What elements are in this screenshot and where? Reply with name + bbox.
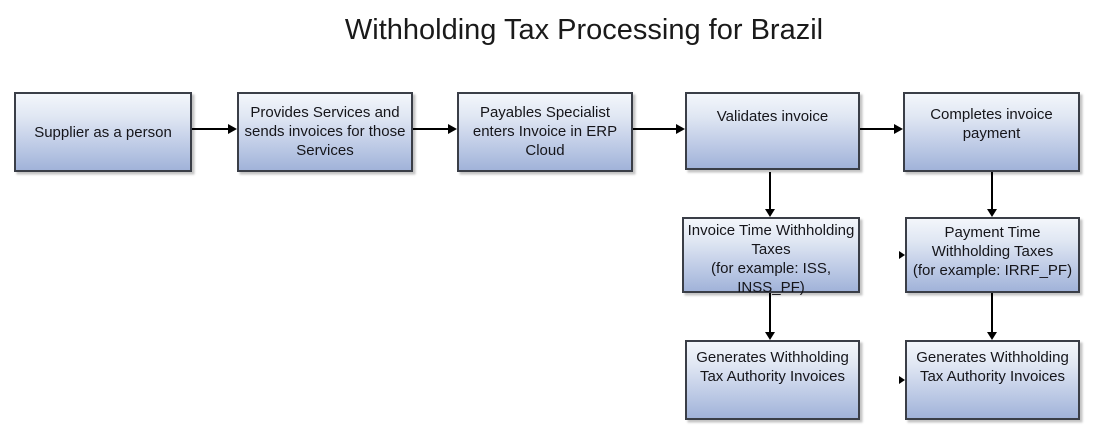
node-supplier-label: Supplier as a person bbox=[34, 123, 172, 141]
arrow-validates-to-invoice-taxes-icon bbox=[765, 172, 775, 217]
node-payables-specialist-label: Payables Specialist enters Invoice in ER… bbox=[472, 104, 618, 159]
arrowhead-stub-payment-taxes-icon bbox=[899, 251, 905, 259]
node-invoice-time-taxes-label: Invoice Time Withholding Taxes (for exam… bbox=[687, 222, 855, 296]
node-validates-invoice: Validates invoice bbox=[685, 92, 860, 170]
node-generates-tax-invoices-left: Generates Withholding Tax Authority Invo… bbox=[685, 340, 860, 420]
arrowhead-stub-generates-right-icon bbox=[899, 376, 905, 384]
arrow-invoice-taxes-to-generates-icon bbox=[765, 293, 775, 340]
node-validates-invoice-label: Validates invoice bbox=[716, 108, 829, 125]
diagram-title: Withholding Tax Processing for Brazil bbox=[344, 14, 824, 46]
arrow-payment-taxes-to-generates-icon bbox=[987, 293, 997, 340]
node-payables-specialist: Payables Specialist enters Invoice in ER… bbox=[457, 92, 633, 172]
node-completes-payment-label: Completes invoice payment bbox=[930, 106, 1053, 142]
node-payment-time-taxes: Payment Time Withholding Taxes (for exam… bbox=[905, 217, 1080, 293]
node-completes-payment: Completes invoice payment bbox=[903, 92, 1080, 172]
node-generates-tax-invoices-right-label: Generates Withholding Tax Authority Invo… bbox=[916, 349, 1069, 385]
arrow-completes-to-payment-taxes-icon bbox=[987, 172, 997, 217]
node-invoice-time-taxes: Invoice Time Withholding Taxes (for exam… bbox=[682, 217, 860, 296]
arrow-supplier-to-provides-icon bbox=[192, 124, 237, 134]
node-provides-services: Provides Services and sends invoices for… bbox=[237, 92, 413, 172]
node-payment-time-taxes-label: Payment Time Withholding Taxes (for exam… bbox=[912, 224, 1073, 279]
node-generates-tax-invoices-right: Generates Withholding Tax Authority Invo… bbox=[905, 340, 1080, 420]
node-generates-tax-invoices-left-label: Generates Withholding Tax Authority Invo… bbox=[696, 349, 849, 385]
arrow-payables-to-validates-icon bbox=[633, 124, 685, 134]
arrow-validates-to-completes-icon bbox=[860, 124, 903, 134]
node-provides-services-label: Provides Services and sends invoices for… bbox=[244, 104, 406, 159]
arrow-provides-to-payables-icon bbox=[413, 124, 457, 134]
node-supplier: Supplier as a person bbox=[14, 92, 192, 172]
